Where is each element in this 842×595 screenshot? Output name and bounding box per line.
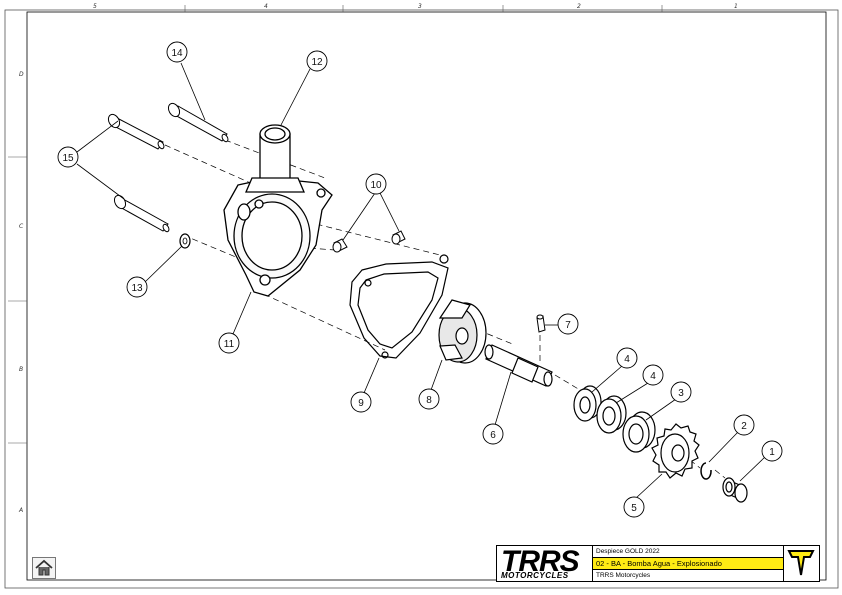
callout-10-label: 10 xyxy=(370,180,382,191)
callout-7-label: 7 xyxy=(565,320,571,331)
callout-3-balloon xyxy=(670,381,692,403)
callout-9-balloon xyxy=(350,391,372,413)
callout-4b-label: 4 xyxy=(650,371,656,382)
callout-12-balloon xyxy=(306,50,328,72)
part-3-bearing xyxy=(622,411,656,453)
zone-row-a: A xyxy=(18,507,23,514)
home-icon xyxy=(35,559,53,576)
callout-4a-balloon xyxy=(616,347,638,369)
part-15-bolt-upper xyxy=(107,113,165,150)
home-button[interactable] xyxy=(32,557,56,579)
callout-13-balloon xyxy=(126,276,148,298)
callout-6-label: 6 xyxy=(490,430,496,441)
part-8-impeller xyxy=(438,299,487,364)
callout-8-label: 8 xyxy=(426,395,432,406)
title-block-company: TRRS Motorcycles xyxy=(596,572,651,579)
zone-row-c: C xyxy=(19,223,24,230)
title-block: TRRS MOTORCYCLES Despiece GOLD 2022 02 -… xyxy=(496,545,820,582)
callout-4a-label: 4 xyxy=(624,354,630,365)
callout-13-label: 13 xyxy=(131,283,143,294)
callout-3-label: 3 xyxy=(678,388,684,399)
title-block-project: Despiece GOLD 2022 xyxy=(593,546,783,558)
callout-15-label: 15 xyxy=(62,153,74,164)
part-12-outlet-pipe xyxy=(245,124,305,193)
part-7-pin xyxy=(536,314,546,333)
part-10-dowel-pins xyxy=(332,230,406,253)
sheet-outer-border xyxy=(4,9,839,589)
brand-emblem xyxy=(783,546,819,581)
part-2-circlip xyxy=(700,462,712,480)
callout-2-label: 2 xyxy=(741,421,747,432)
part-11-pump-cover xyxy=(223,177,333,297)
callout-6-balloon xyxy=(482,423,504,445)
callout-14-label: 14 xyxy=(171,48,183,59)
callout-12-label: 12 xyxy=(311,57,323,68)
callout-14-balloon xyxy=(166,41,188,63)
callout-2-balloon xyxy=(733,414,755,436)
part-14-bolt xyxy=(167,102,229,143)
zone-row-b: B xyxy=(19,366,23,373)
callout-11-balloon xyxy=(218,332,240,354)
title-block-drawing-title: 02 - BA - Bomba Agua - Explosionado xyxy=(593,558,783,570)
zone-col-4: 4 xyxy=(264,3,268,10)
part-5-gear xyxy=(651,423,700,479)
callout-1-label: 1 xyxy=(769,447,775,458)
sheet-inner-border xyxy=(26,11,827,581)
brand-emblem-icon xyxy=(787,550,815,576)
brand-logo-subtext: MOTORCYCLES xyxy=(501,571,569,580)
callout-7-balloon xyxy=(557,313,579,335)
part-15-bolt-lower xyxy=(113,194,170,233)
zone-col-3: 3 xyxy=(418,3,422,10)
callout-11-label: 11 xyxy=(224,339,235,350)
callout-15-balloon xyxy=(57,146,79,168)
part-4-seal-b xyxy=(596,395,627,434)
part-9-gasket xyxy=(349,254,449,359)
callout-5-label: 5 xyxy=(631,503,637,514)
part-13-washer xyxy=(179,233,191,249)
callout-balloons xyxy=(57,41,783,518)
brand-logo-text: TRRS xyxy=(501,545,580,578)
zone-col-2: 2 xyxy=(577,3,581,10)
callout-4b-balloon xyxy=(642,364,664,386)
zone-ticks xyxy=(8,5,663,444)
callout-5-balloon xyxy=(623,496,645,518)
callout-1-balloon xyxy=(761,440,783,462)
callout-8-balloon xyxy=(418,388,440,410)
part-4-seal-a xyxy=(573,385,602,422)
callout-10-balloon xyxy=(365,173,387,195)
leader-lines xyxy=(76,62,767,499)
part-6-shaft xyxy=(484,344,553,387)
zone-row-d: D xyxy=(19,71,24,78)
title-block-rows: Despiece GOLD 2022 02 - BA - Bomba Agua … xyxy=(593,546,783,581)
zone-col-1: 1 xyxy=(734,3,738,10)
callout-9-label: 9 xyxy=(358,398,364,409)
part-1-bushing xyxy=(722,477,748,503)
zone-col-5: 5 xyxy=(93,3,97,10)
brand-logo: TRRS MOTORCYCLES xyxy=(497,545,593,581)
